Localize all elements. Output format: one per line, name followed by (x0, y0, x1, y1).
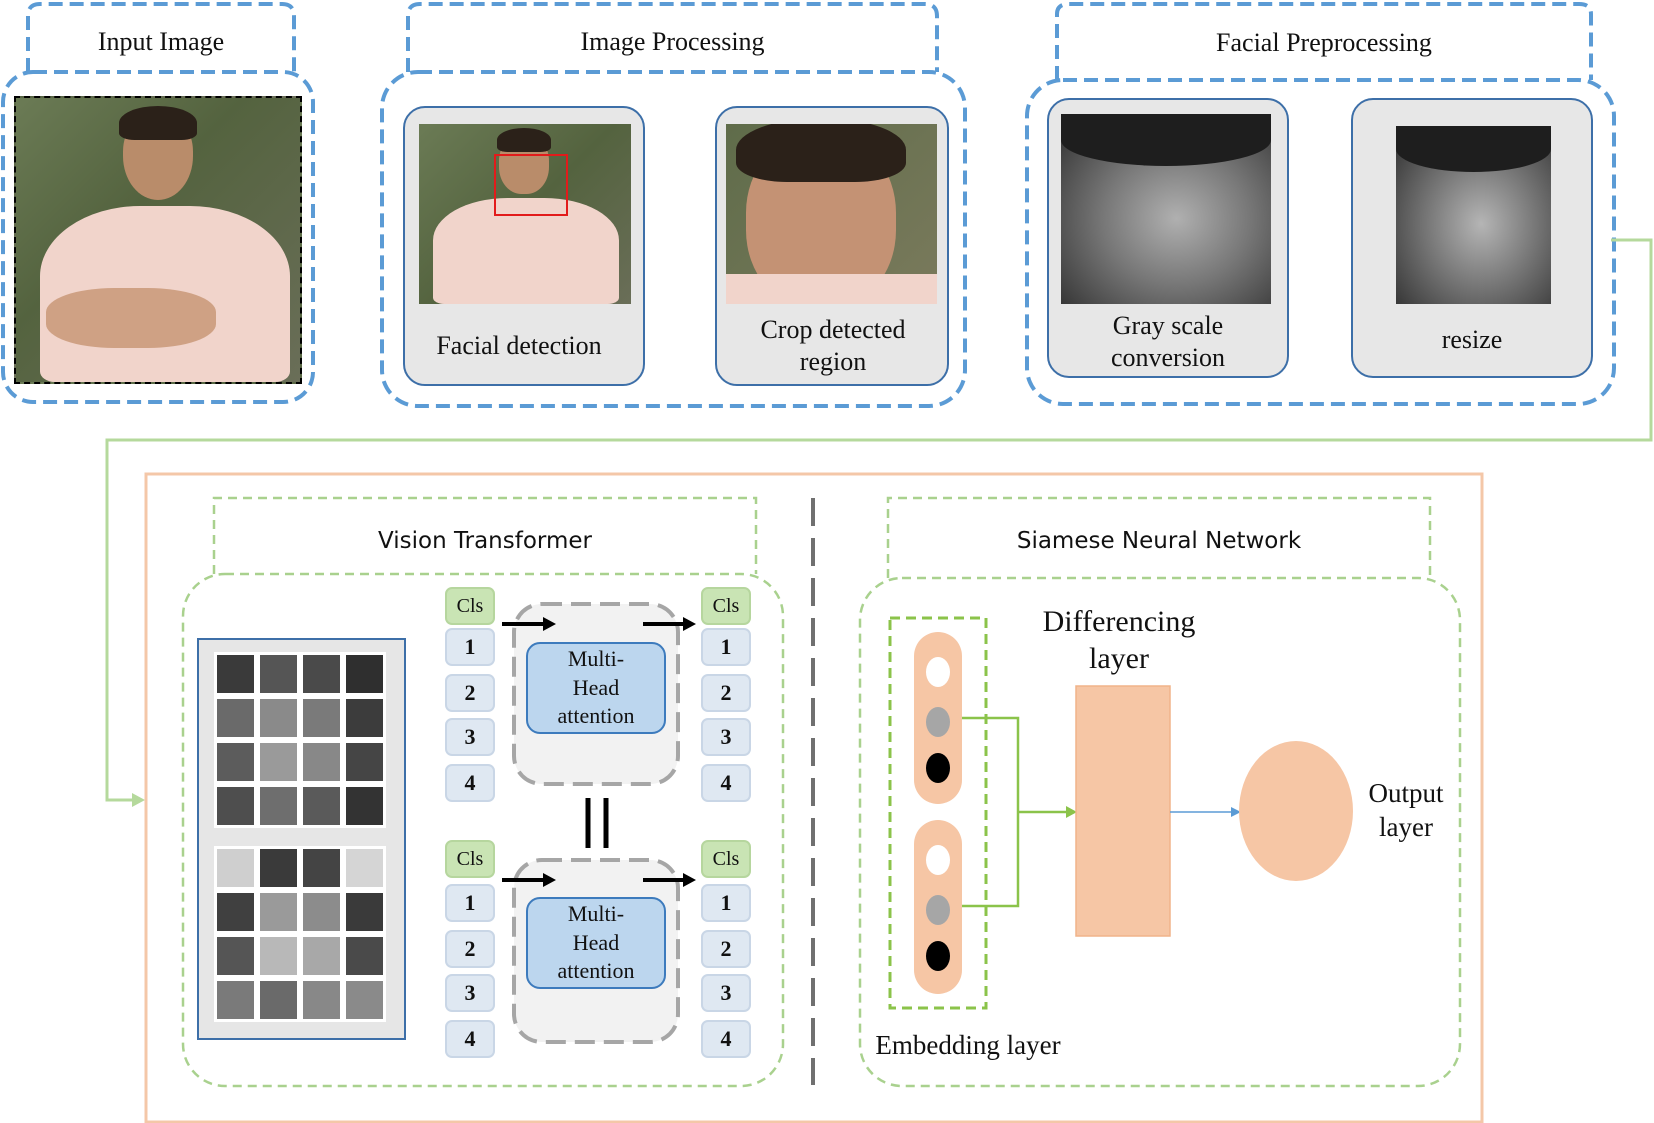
embedding-node-black-top (926, 753, 950, 783)
facial-preprocessing-tab-outline (1055, 2, 1593, 80)
facial-preprocessing-title: Facial Preprocessing (1216, 27, 1432, 57)
patch-token-1-input-bottom: 1 (445, 884, 495, 922)
resize-label: resize (1441, 324, 1503, 354)
patch-token-4-input-bottom: 4 (445, 1020, 495, 1058)
multi-head-attention-bottom: Multi- Head attention (526, 897, 666, 989)
detection-bounding-box (494, 154, 568, 216)
cls-token-input-top: Cls (445, 587, 495, 625)
siamese-panel-outline (858, 576, 1462, 1088)
cls-token-output-bottom: Cls (701, 840, 751, 878)
crop-region-label: Crop detected region (760, 314, 906, 377)
differencing-layer-label: Differencing layer (1042, 604, 1196, 676)
grayscale-label: Gray scale conversion (1110, 310, 1226, 373)
embedding-node-white-bottom (926, 845, 950, 875)
embedding-node-white-top (926, 657, 950, 687)
resize-photo (1396, 126, 1551, 304)
face-patches-bottom (214, 846, 386, 1022)
siamese-tab-outline (886, 496, 1432, 578)
patch-token-2-input-top: 2 (445, 674, 495, 712)
cls-token-input-bottom: Cls (445, 840, 495, 878)
patch-token-4-output-bottom: 4 (701, 1020, 751, 1058)
shared-weights-equal-sign (585, 798, 609, 848)
embedding-layer-outline (888, 616, 988, 1010)
output-layer-node (1239, 741, 1353, 881)
connector-arrowhead (132, 793, 145, 807)
input-image-tab-outline (26, 2, 296, 72)
image-processing-tab-outline (406, 2, 939, 72)
differencing-layer-block (1075, 685, 1171, 937)
output-arrowhead (1231, 807, 1241, 817)
person-hair-shape (119, 106, 197, 140)
face-patches-top (214, 652, 386, 828)
embedding-layer-label: Embedding layer (875, 1030, 1061, 1061)
facial-preprocessing-panel-outline (1025, 78, 1616, 406)
multi-head-attention-top: Multi- Head attention (526, 642, 666, 734)
facial-detection-photo (419, 124, 631, 304)
person-hands-shape (46, 288, 216, 348)
image-processing-title: Image Processing (580, 26, 765, 56)
facial-detection-label: Facial detection (436, 330, 602, 360)
input-image-title: Input Image (97, 26, 225, 56)
vit-tab-outline (212, 496, 758, 574)
patch-token-3-input-top: 3 (445, 718, 495, 756)
embedding-node-black-bottom (926, 941, 950, 971)
vit-panel-outline (181, 572, 785, 1088)
patch-token-1-output-top: 1 (701, 628, 751, 666)
patch-token-3-output-top: 3 (701, 718, 751, 756)
patch-token-1-output-bottom: 1 (701, 884, 751, 922)
input-image-panel-outline (1, 70, 315, 404)
patch-token-2-output-top: 2 (701, 674, 751, 712)
output-layer-label: Output layer (1368, 778, 1444, 842)
patch-token-3-input-bottom: 3 (445, 974, 495, 1012)
embedding-to-difference-connector (962, 716, 1068, 908)
patch-token-2-output-bottom: 2 (701, 930, 751, 968)
patch-token-4-input-top: 4 (445, 764, 495, 802)
embedding-node-gray-bottom (926, 895, 950, 925)
difference-arrowhead (1066, 806, 1077, 818)
siamese-title: Siamese Neural Network (1016, 527, 1302, 554)
model-frame (144, 472, 1484, 1123)
patch-token-1-input-top: 1 (445, 628, 495, 666)
embedding-node-gray-top (926, 707, 950, 737)
crop-region-photo (726, 124, 937, 304)
image-processing-panel-outline (380, 70, 967, 408)
vit-title: Vision Transformer (378, 527, 592, 554)
input-image-photo (14, 96, 302, 384)
pipeline-to-model-connector (105, 238, 1653, 802)
patch-token-3-output-bottom: 3 (701, 974, 751, 1012)
patch-token-2-input-bottom: 2 (445, 930, 495, 968)
vit-arrows (502, 617, 696, 887)
grayscale-photo (1061, 114, 1271, 304)
patch-token-4-output-top: 4 (701, 764, 751, 802)
cls-token-output-top: Cls (701, 587, 751, 625)
